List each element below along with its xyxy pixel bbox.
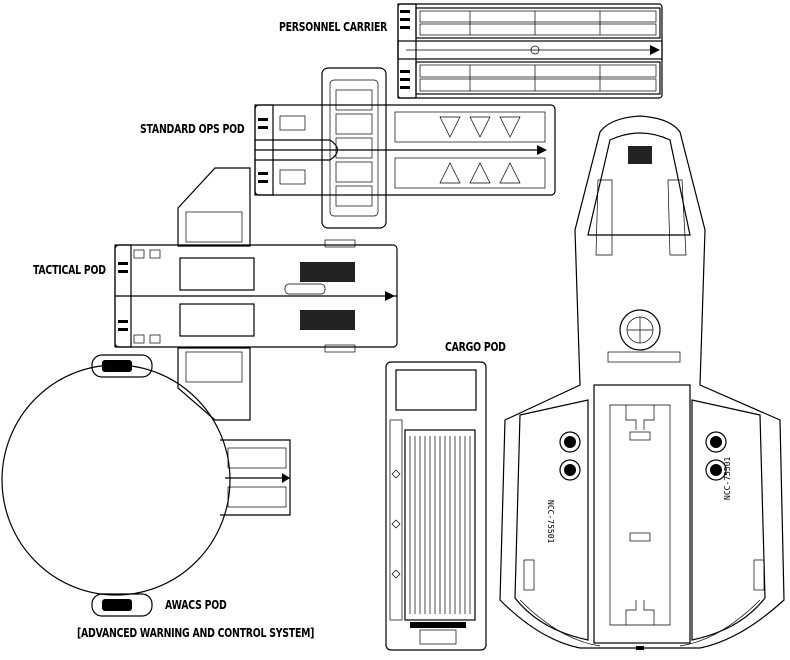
standard-ops-pod xyxy=(254,67,556,229)
label-standard-ops-pod: STANDARD OPS POD xyxy=(140,122,245,136)
registry-left: NCC-75501 xyxy=(546,500,555,544)
label-personnel-carrier: PERSONNEL CARRIER xyxy=(279,20,388,34)
runabout-vessel xyxy=(499,115,785,650)
personnel-carrier-pod xyxy=(397,3,663,99)
cargo-pod xyxy=(385,361,487,651)
tactical-pod xyxy=(114,167,398,421)
awacs-pod xyxy=(1,354,291,617)
label-tactical-pod: TACTICAL POD xyxy=(33,263,106,277)
registry-right: NCC-75501 xyxy=(723,456,732,500)
label-awacs-subtitle: [ADVANCED WARNING AND CONTROL SYSTEM] xyxy=(77,626,315,640)
label-awacs-pod: AWACS POD xyxy=(165,598,227,612)
label-cargo-pod: CARGO POD xyxy=(445,340,506,354)
